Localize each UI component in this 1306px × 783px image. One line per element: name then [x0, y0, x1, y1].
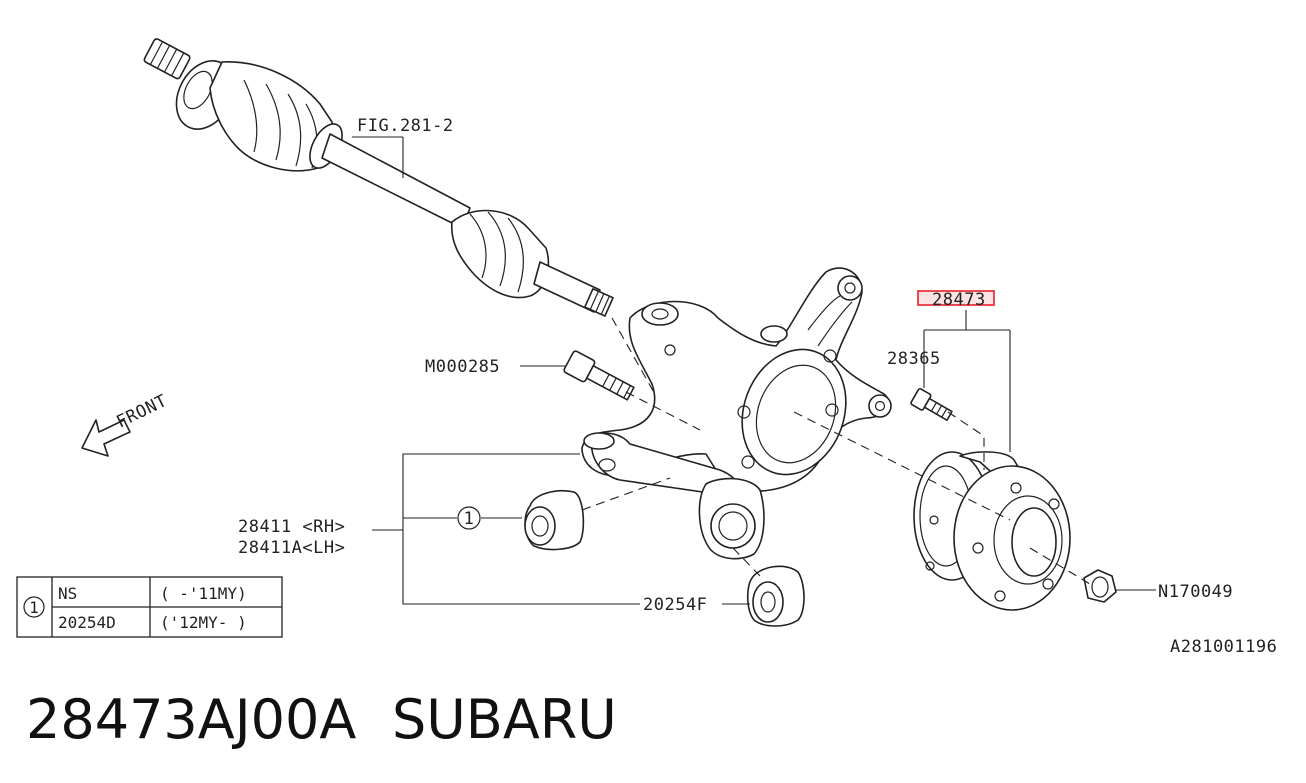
part-number-caption: 28473AJ00A — [26, 688, 356, 751]
bushing-label: 20254F — [643, 595, 707, 615]
hub-bolt-label: 28365 — [887, 349, 941, 369]
brand-caption: SUBARU — [392, 688, 617, 751]
callout-number-1: 1 — [464, 509, 475, 529]
knuckle — [581, 267, 892, 560]
front-arrow-icon — [81, 419, 131, 457]
table-row-part: NS — [58, 584, 77, 603]
nut-label: N170049 — [1158, 582, 1233, 602]
table-marker-circle — [23, 596, 45, 618]
knuckle-rh-label: 28411 <RH> — [238, 517, 345, 537]
highlight-box — [917, 290, 995, 306]
front-label: FRONT — [113, 391, 170, 433]
drive-shaft — [143, 38, 614, 317]
knuckle-bolt — [563, 350, 635, 401]
table-row-applicability: ( -'11MY) — [160, 584, 247, 603]
knuckle-lh-label: 28411A<LH> — [238, 538, 345, 558]
table-row-part: 20254D — [58, 613, 116, 632]
bolt-label: M000285 — [425, 357, 500, 377]
hub-assembly — [913, 451, 1071, 611]
hub-assembly-label: 28473 — [932, 290, 986, 310]
bushing-20254f — [746, 565, 805, 627]
table-row-applicability: ('12MY- ) — [160, 613, 247, 632]
note-table: 1 NS ( -'11MY) 20254D ('12MY- ) — [16, 576, 283, 638]
fig-ref-label: FIG.281-2 — [357, 116, 454, 136]
hub-bolt — [910, 388, 953, 421]
diagram-id: A281001196 — [1170, 637, 1277, 657]
table-marker: 1 — [29, 598, 39, 617]
knuckle-bushing-1 — [524, 490, 585, 551]
callout-circle-1 — [457, 506, 481, 530]
hub-nut — [1083, 569, 1117, 603]
